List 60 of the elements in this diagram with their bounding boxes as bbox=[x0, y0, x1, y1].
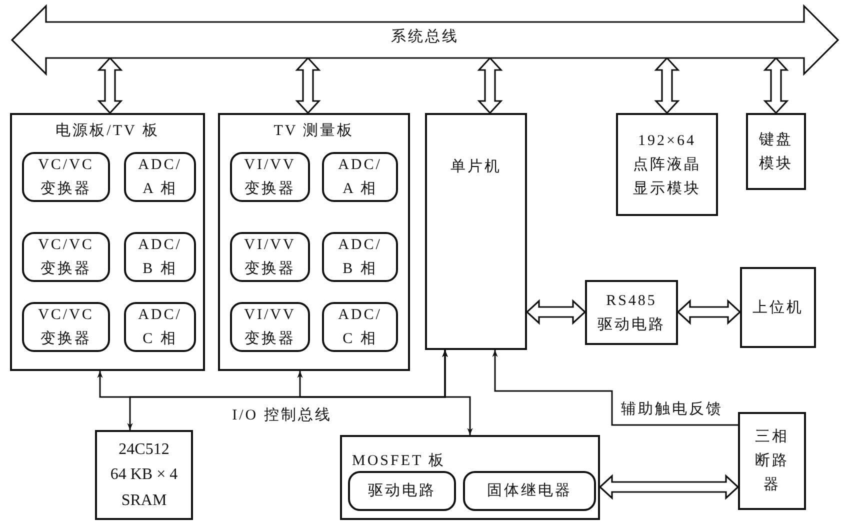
double-arrow bbox=[598, 474, 740, 500]
module-label: VI/VV 变换器 bbox=[243, 236, 297, 279]
module-label: VC/VC 变换器 bbox=[37, 236, 95, 279]
module-box bbox=[322, 302, 398, 352]
module-label: 固体继电器 bbox=[487, 482, 572, 501]
module-box bbox=[585, 280, 678, 345]
module-label: ADC/ A 相 bbox=[337, 156, 383, 199]
module-label: 系统总线 bbox=[391, 28, 459, 47]
double-arrow bbox=[295, 56, 321, 114]
module-label: VC/VC 变换器 bbox=[37, 306, 95, 349]
module-label: ADC/ B 相 bbox=[337, 236, 383, 279]
module-box bbox=[230, 152, 310, 202]
module-label: 键盘模块 bbox=[758, 130, 794, 174]
module-label: VC/VC 变换器 bbox=[37, 156, 95, 199]
module-box bbox=[124, 232, 196, 282]
module-box bbox=[348, 471, 456, 511]
module-box bbox=[322, 232, 398, 282]
module-label: ADC/ C 相 bbox=[337, 306, 383, 349]
module-label: 上位机 bbox=[752, 298, 804, 318]
module-label: RS485 驱动电路 bbox=[596, 292, 666, 334]
double-arrow bbox=[526, 299, 586, 325]
module-label: 三相断路器 bbox=[754, 428, 790, 495]
panel-heading: TV 测量板 bbox=[274, 122, 354, 141]
module-label: ADC/ A 相 bbox=[137, 156, 183, 199]
connector-arrow bbox=[442, 350, 473, 435]
module-box bbox=[746, 113, 806, 190]
connector-arrow bbox=[492, 350, 738, 426]
board-panel bbox=[10, 113, 205, 371]
module-label: ADC/ C 相 bbox=[137, 306, 183, 349]
module-box bbox=[322, 152, 398, 202]
module-box bbox=[22, 152, 110, 202]
module-box bbox=[22, 302, 110, 352]
module-label: 单片机 bbox=[450, 158, 502, 177]
system-bus-arrow bbox=[12, 6, 838, 74]
module-label: ADC/ B 相 bbox=[137, 236, 183, 279]
board-panel bbox=[340, 435, 600, 520]
double-arrow bbox=[676, 299, 742, 325]
module-label: VI/VV 变换器 bbox=[243, 156, 297, 199]
panel-heading: MOSFET 板 bbox=[352, 452, 446, 471]
module-label: VI/VV 变换器 bbox=[243, 306, 297, 349]
module-box bbox=[740, 267, 816, 348]
module-label: 192×64 点阵液晶显示模块 bbox=[632, 132, 702, 198]
module-box bbox=[22, 232, 110, 282]
microcontroller-box bbox=[425, 113, 527, 350]
module-box bbox=[95, 430, 193, 520]
module-box bbox=[124, 302, 196, 352]
module-box bbox=[738, 412, 806, 510]
module-label: 24C512 64 KB × 4 SRAM bbox=[110, 440, 178, 511]
panel-heading: 电源板/TV 板 bbox=[56, 122, 160, 141]
module-box bbox=[616, 113, 718, 216]
module-label: 驱动电路 bbox=[368, 482, 436, 501]
module-box bbox=[463, 471, 596, 511]
double-arrow bbox=[477, 56, 503, 114]
module-box bbox=[230, 232, 310, 282]
double-arrow bbox=[654, 56, 680, 114]
module-box bbox=[230, 302, 310, 352]
module-box bbox=[124, 152, 196, 202]
double-arrow bbox=[97, 56, 123, 114]
double-arrow bbox=[763, 56, 789, 114]
board-panel bbox=[218, 113, 410, 371]
